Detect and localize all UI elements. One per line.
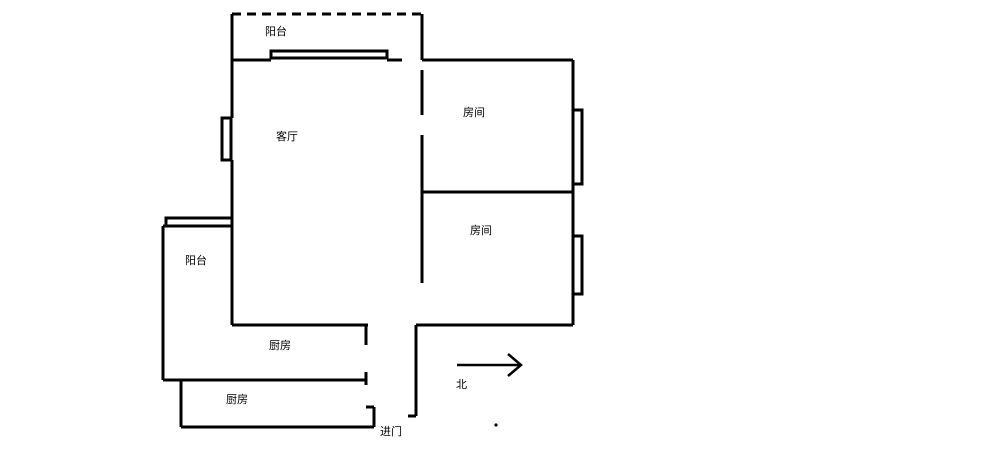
- stray-dot: [494, 423, 498, 427]
- window-top: [269, 49, 389, 60]
- top-balcony-outline: [230, 12, 424, 60]
- left-balcony-walls: [161, 224, 232, 380]
- label-room-lower: 房间: [470, 224, 492, 237]
- label-kitchen-upper: 厨房: [269, 339, 291, 352]
- window-room-upper: [571, 108, 584, 186]
- kitchen-walls: [163, 323, 376, 429]
- label-kitchen-lower: 厨房: [226, 393, 248, 406]
- window-left-balcony: [164, 216, 234, 228]
- label-room-upper: 房间: [463, 106, 485, 119]
- label-balcony-top: 阳台: [265, 24, 287, 38]
- north-arrow-icon: [457, 353, 523, 377]
- label-entrance: 进门: [380, 424, 402, 438]
- label-balcony-left: 阳台: [185, 253, 207, 267]
- entrance-wall: [408, 325, 418, 418]
- living-room-walls: [230, 58, 402, 325]
- window-room-lower: [571, 234, 584, 296]
- label-living-room: 客厅: [276, 129, 298, 143]
- right-rooms-walls: [416, 58, 575, 327]
- label-north: 北: [456, 378, 467, 391]
- window-living-left: [220, 116, 233, 162]
